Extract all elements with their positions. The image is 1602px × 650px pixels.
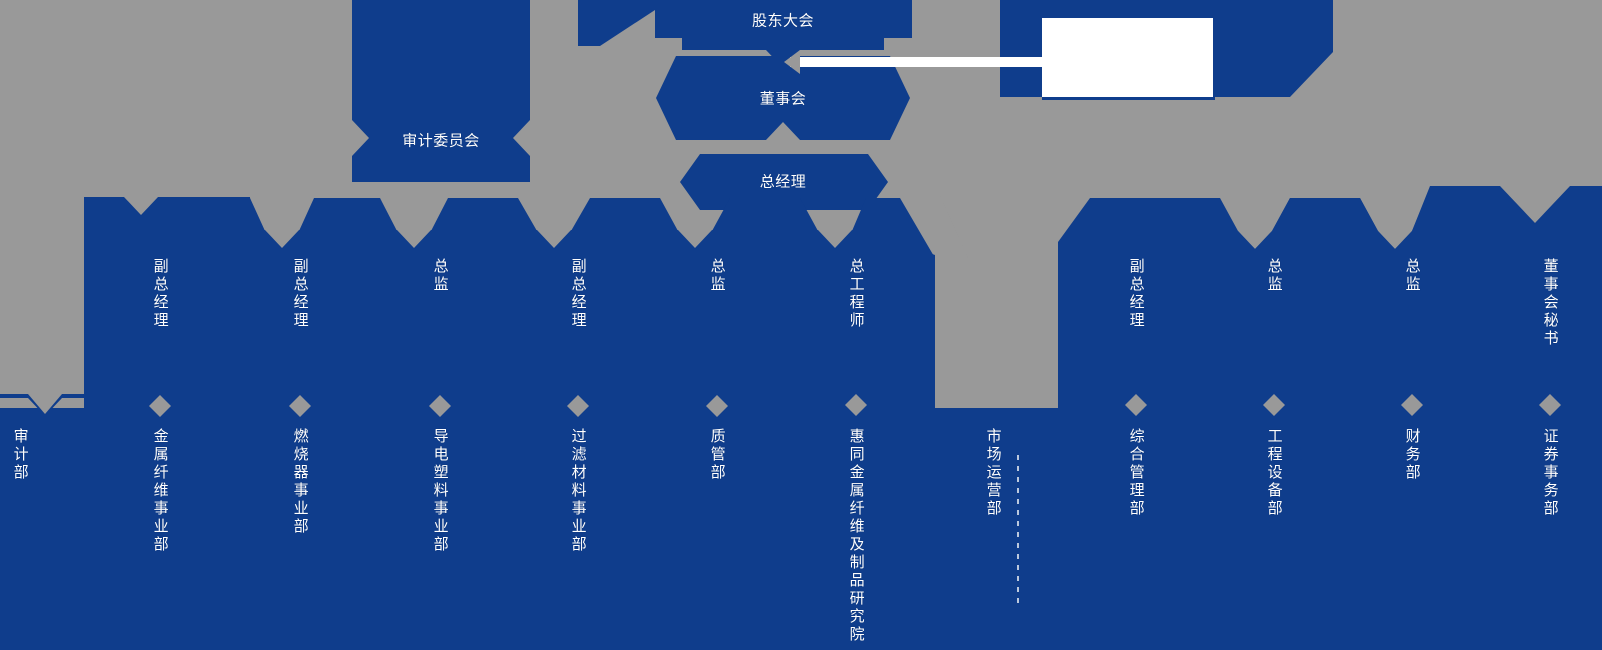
diamond-connector-icon-1 — [149, 395, 171, 417]
diamond-connector-icon-7 — [1125, 394, 1147, 416]
board-to-supervisory-arrow-left-icon — [784, 50, 800, 74]
department-band-shape — [0, 408, 1602, 650]
role-band-body — [0, 200, 84, 398]
diamond-connector-icon-4 — [567, 395, 589, 417]
board-to-supervisory-connector-line — [790, 57, 1050, 67]
diamond-connector-icon-2 — [289, 395, 311, 417]
role-band-main — [84, 198, 935, 408]
supervisory-board-inner-box[interactable] — [1042, 18, 1213, 97]
diamond-connector-icon-9 — [1401, 394, 1423, 416]
diamond-connector-icon-10 — [1539, 394, 1561, 416]
diamond-connector-icon-6 — [845, 394, 867, 416]
chevron-down-icon-audit — [0, 382, 84, 414]
diamond-connector-icon-3 — [429, 395, 451, 417]
diamond-connector-icon-5 — [706, 395, 728, 417]
separator-wedge-center — [936, 186, 1058, 416]
board-of-directors-shape[interactable] — [656, 56, 910, 140]
audit-committee-shape[interactable] — [352, 0, 530, 182]
role-band-right-main — [1058, 188, 1602, 408]
shareholders-meeting-shape[interactable] — [578, 0, 912, 68]
diamond-connectors — [149, 394, 1561, 417]
diamond-connector-icon-8 — [1263, 394, 1285, 416]
